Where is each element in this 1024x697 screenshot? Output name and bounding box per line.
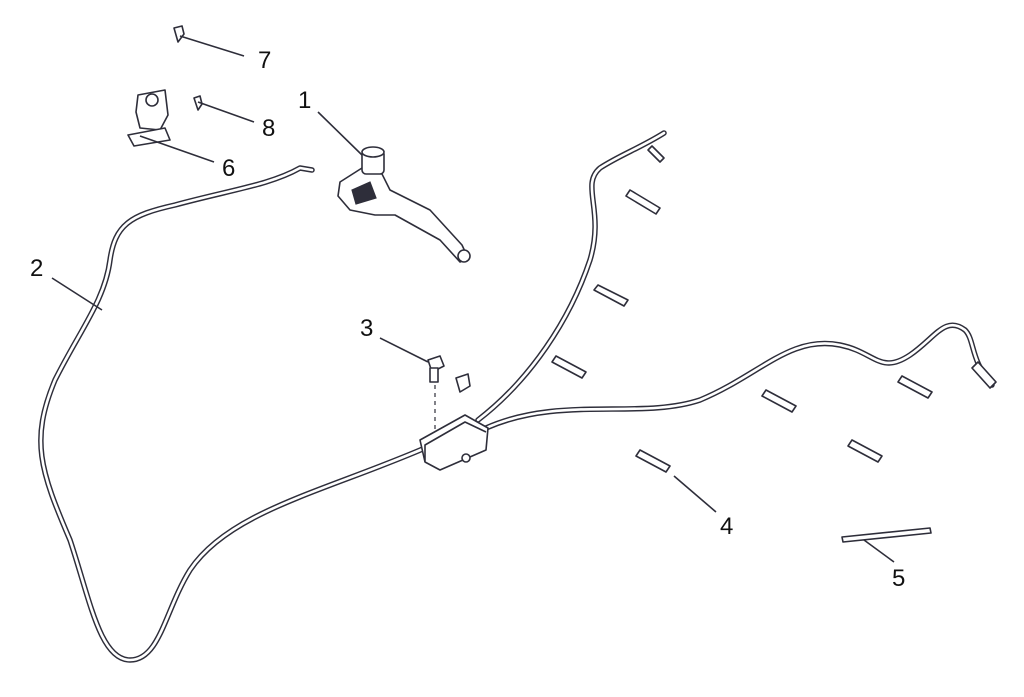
brake-hose: [38, 165, 435, 663]
callout-4: 4: [720, 513, 733, 540]
hose-branch-upper: [475, 130, 667, 423]
callout-6: 6: [222, 155, 235, 182]
callout-2: 2: [30, 255, 43, 282]
leader-lines: [51, 35, 895, 563]
hose-junction-block: [419, 414, 489, 471]
hose-clips-part-4: [551, 189, 933, 473]
hose-branch-right: [483, 322, 997, 431]
mounting-bracket: [127, 89, 171, 147]
callout-5: 5: [892, 565, 905, 592]
bolts-part-3: [427, 355, 471, 430]
callout-3: 3: [360, 315, 373, 342]
callout-8: 8: [262, 115, 275, 142]
tie-strip-part-5: [841, 527, 932, 543]
callout-1: 1: [298, 87, 311, 114]
callout-7: 7: [258, 47, 271, 74]
callout-numbers: 1 2 3 4 5 6 7 8: [30, 47, 905, 592]
screw-part-7: [173, 25, 185, 43]
brake-lever: [337, 146, 471, 263]
